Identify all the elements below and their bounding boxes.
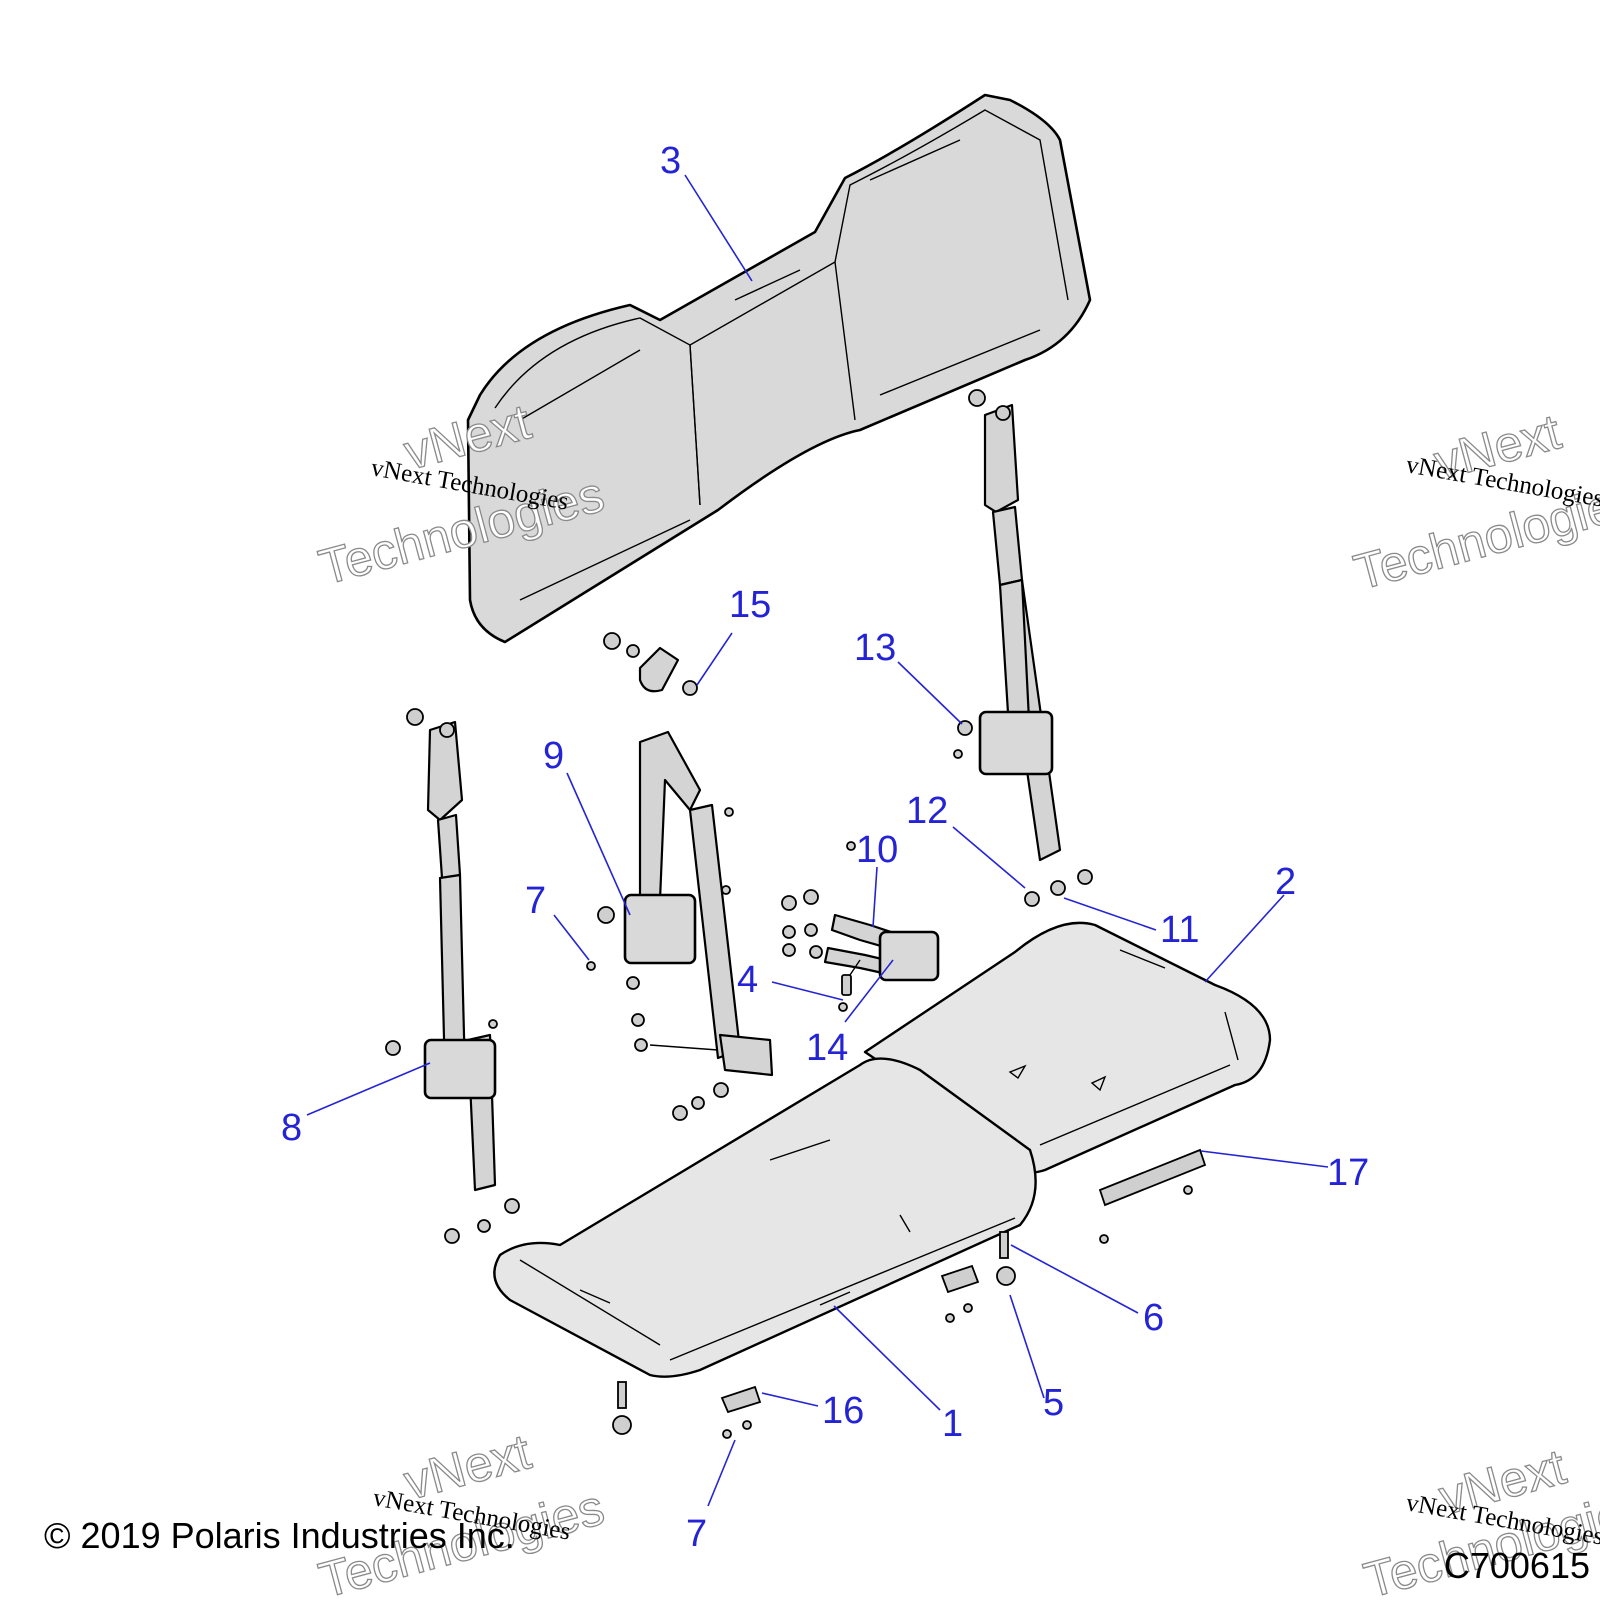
callout-8: 8	[281, 1107, 302, 1149]
callout-2: 2	[1275, 861, 1296, 903]
callout-7-upper: 7	[525, 880, 546, 922]
anchor-bracket	[603, 632, 698, 696]
drawing-number: C700615	[1444, 1545, 1590, 1586]
buckle-assembly	[781, 841, 940, 1012]
callout-11: 11	[1160, 909, 1199, 951]
callout-15: 15	[729, 584, 771, 626]
backrest	[466, 93, 1092, 644]
callout-6: 6	[1143, 1297, 1164, 1339]
leader-lines	[306, 174, 1329, 1507]
callout-1: 1	[942, 1403, 963, 1445]
callout-14: 14	[806, 1027, 848, 1069]
callout-7-lower: 7	[686, 1513, 707, 1555]
callout-3: 3	[660, 140, 681, 182]
callout-16: 16	[822, 1390, 864, 1432]
callout-12: 12	[906, 790, 948, 832]
callout-9: 9	[543, 735, 564, 777]
mounting-hardware	[586, 961, 1207, 1439]
seat-belt-center	[597, 730, 774, 1121]
callout-13: 13	[854, 627, 896, 669]
seat-belt-left	[385, 708, 520, 1244]
seat-cushion-left	[493, 1057, 1037, 1378]
callout-17: 17	[1327, 1152, 1369, 1194]
watermark-top-right: vNext Technologies vNext Technologies	[1348, 403, 1600, 601]
callout-5: 5	[1043, 1382, 1064, 1424]
copyright-text: © 2019 Polaris Industries Inc.	[44, 1515, 515, 1556]
callout-4: 4	[737, 959, 758, 1001]
callout-10: 10	[856, 829, 898, 871]
callout-labels: 3 2 1 4 5 6 7 7 8 9 10 11 12 13 14 15 16…	[281, 140, 1369, 1555]
seat-belt-right	[953, 389, 1093, 907]
watermark-bottom-left: vNext Technologies vNext Technologies	[313, 1423, 611, 1600]
